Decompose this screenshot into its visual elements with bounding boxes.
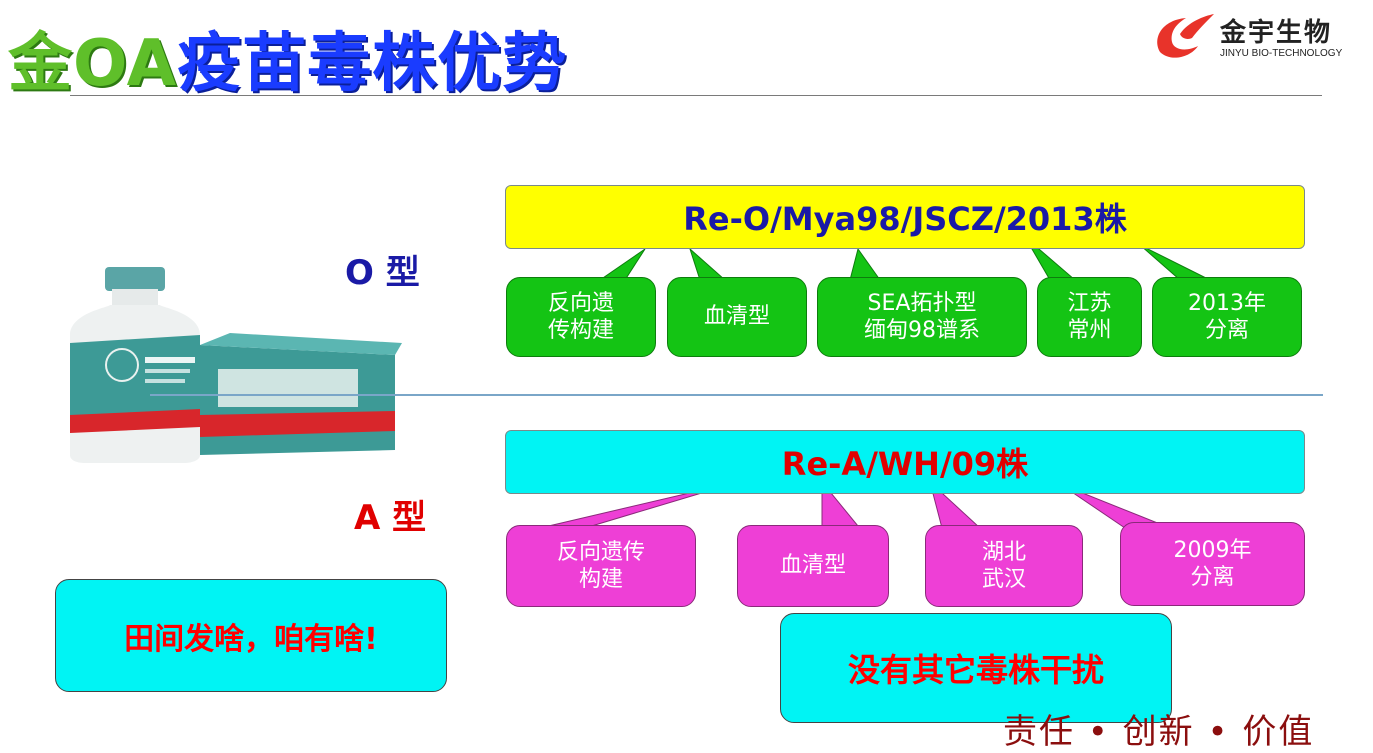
- o-type-label: O 型: [345, 253, 420, 293]
- o-feature-reverse-genetics: 反向遗 传构建: [506, 277, 656, 357]
- o-feature-isolation-year: 2013年 分离: [1152, 277, 1302, 357]
- a-feature-serotype: 血清型: [737, 525, 889, 607]
- o-type-strain-name: Re-O/Mya98/JSCZ/2013株: [683, 200, 1127, 238]
- o-type-strain-banner: Re-O/Mya98/JSCZ/2013株: [505, 185, 1305, 249]
- slogan-left-box: 田间发啥，咱有啥!: [55, 579, 447, 692]
- footer-motto: 责任 • 创新 • 价值: [1003, 712, 1315, 752]
- slogan-center-text: 没有其它毒株干扰: [847, 651, 1104, 689]
- title-text: 疫苗毒株优势: [177, 27, 568, 101]
- a-feature-reverse-genetics: 反向遗传 构建: [506, 525, 696, 607]
- title-brand: 金OA: [8, 27, 178, 101]
- slogan-center-box: 没有其它毒株干扰: [780, 613, 1172, 723]
- company-logo: 金宇生物 JINYU BIO-TECHNOLOGY: [1148, 8, 1358, 66]
- logo-swoosh-icon: [1157, 14, 1214, 58]
- a-feature-isolation-year: 2009年 分离: [1120, 522, 1305, 606]
- a-type-strain-banner: Re-A/WH/09株: [505, 430, 1305, 494]
- o-feature-serotype: 血清型: [667, 277, 807, 357]
- o-feature-origin: 江苏 常州: [1037, 277, 1142, 357]
- slogan-left-text: 田间发啥，咱有啥!: [124, 621, 378, 657]
- section-divider: [150, 394, 1323, 396]
- logo-en-text: JINYU BIO-TECHNOLOGY: [1220, 48, 1343, 59]
- logo-cn-text: 金宇生物: [1220, 18, 1333, 48]
- title-divider: [70, 95, 1322, 96]
- o-feature-topotype: SEA拓扑型 缅甸98谱系: [817, 277, 1027, 357]
- a-feature-origin: 湖北 武汉: [925, 525, 1083, 607]
- product-image: [50, 265, 410, 465]
- a-type-strain-name: Re-A/WH/09株: [781, 445, 1029, 483]
- a-type-label: A 型: [354, 498, 427, 538]
